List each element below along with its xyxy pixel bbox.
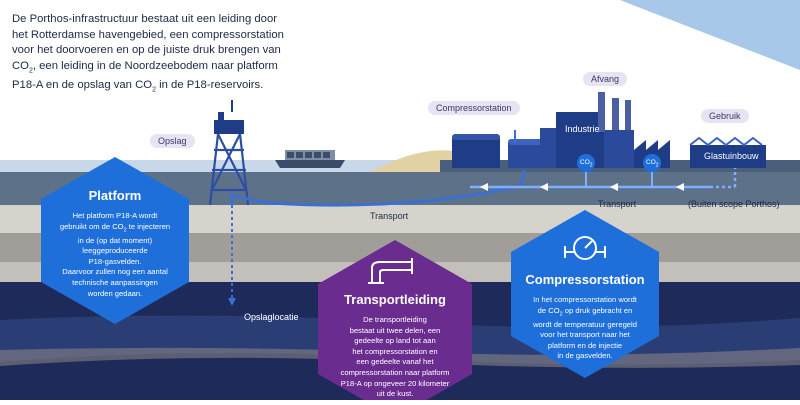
label-buiten-scope: (Buiten scope Porthos) — [688, 199, 780, 209]
platform-body: Het platform P18-A wordt gebruikt om de … — [59, 211, 171, 298]
co2-bubble-a-icon — [577, 154, 595, 172]
transportleiding-title: Transportleiding — [344, 292, 446, 307]
label-co2-b: CO2 — [646, 159, 659, 169]
intro-text: De Porthos-infrastructuur bestaat uit ee… — [12, 12, 332, 98]
compressorstation-body: In het compressorstation wordt de CO2 op… — [533, 295, 637, 361]
compressorstation-hexagon — [511, 210, 659, 378]
greenhouse-icon — [689, 136, 766, 168]
transportleiding-hexagon — [318, 240, 472, 405]
label-industrie: Industrie — [565, 124, 600, 134]
seabed-layer — [0, 167, 800, 205]
intro-line: De Porthos-infrastructuur bestaat uit ee… — [12, 13, 277, 25]
flow-arrow-icon — [610, 183, 618, 191]
tag-opslag: Opslag — [150, 134, 195, 148]
intro-line: P18-A en de opslag van CO2 in de P18-res… — [12, 79, 264, 94]
platform-info: Platform Het platform P18-A wordt gebrui… — [41, 188, 189, 299]
tag-compressorstation: Compressorstation — [428, 101, 520, 115]
transportleiding-body: De transportleiding bestaat uit twee del… — [340, 315, 450, 399]
industry-icon — [540, 92, 670, 168]
label-glastuinbouw: Glastuinbouw — [704, 151, 759, 161]
tag-gebruik: Gebruik — [701, 109, 749, 123]
co2-bubble-b-icon — [643, 154, 661, 172]
tag-afvang: Afvang — [583, 72, 628, 86]
gauge-icon — [564, 236, 606, 260]
injection-arrow-icon — [228, 298, 236, 306]
label-transport-left: Transport — [370, 211, 409, 221]
flow-arrow-icon — [540, 183, 548, 191]
flow-arrow-icon — [480, 183, 488, 191]
offshore-pipeline — [230, 169, 527, 207]
transportleiding-info: Transportleiding De transportleiding bes… — [318, 292, 472, 400]
label-opslaglocatie: Opslaglocatie — [244, 312, 299, 322]
intro-line: CO2, een leiding in de Noordzeebodem naa… — [12, 59, 278, 74]
platform-icon — [208, 100, 250, 206]
pipe-icon — [368, 258, 413, 284]
label-transport-right: Transport — [598, 199, 637, 209]
compressorstation-info: Compressorstation In het compressorstati… — [511, 272, 659, 362]
label-co2-a: CO2 — [580, 159, 593, 169]
compressorstation-title: Compressorstation — [525, 272, 645, 287]
platform-title: Platform — [88, 188, 142, 203]
platform-hexagon — [41, 157, 189, 324]
intro-line: voor het doorvoeren en op de juiste druk… — [12, 44, 281, 56]
ship-icon — [275, 150, 345, 168]
intro-line: het Rotterdamse havengebied, een compres… — [12, 28, 284, 41]
flow-arrow-icon — [676, 183, 684, 191]
sky-corner — [620, 0, 800, 70]
